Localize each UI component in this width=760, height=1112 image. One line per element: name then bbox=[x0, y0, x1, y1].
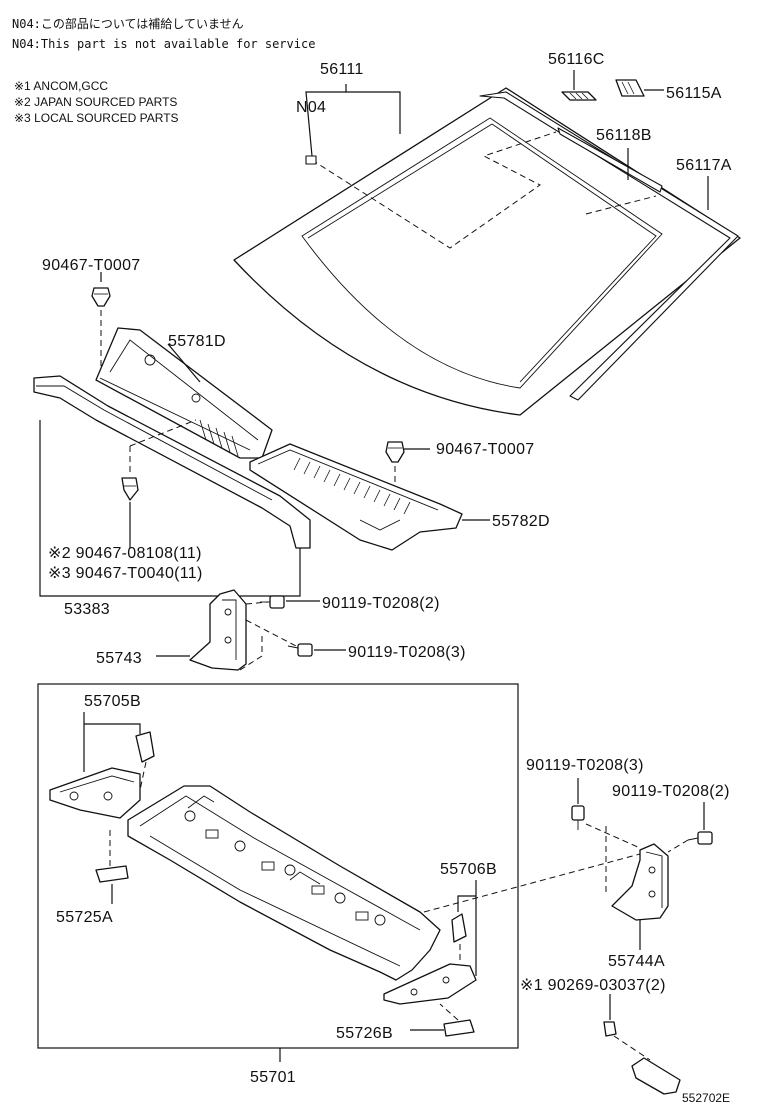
label-90119-t0208-a: 90119-T0208(2) bbox=[322, 595, 440, 612]
label-n04: N04 bbox=[296, 99, 326, 116]
label-90467-08108: ※2 90467-08108(11) bbox=[48, 545, 202, 562]
label-55701: 55701 bbox=[250, 1069, 296, 1086]
label-56111: 56111 bbox=[320, 61, 364, 78]
label-53383: 53383 bbox=[64, 601, 110, 618]
label-90269-03037: ※1 90269-03037(2) bbox=[520, 977, 666, 994]
label-55781d: 55781D bbox=[168, 333, 226, 350]
leader-53383-left bbox=[39, 420, 128, 597]
label-55744a: 55744A bbox=[608, 953, 665, 970]
legend-item-3: ※3 LOCAL SOURCED PARTS bbox=[14, 111, 179, 125]
label-90119-t0208-d: 90119-T0208(2) bbox=[612, 783, 730, 800]
note-n04-jp: N04:この部品については補給していません bbox=[12, 16, 244, 31]
leader-55743-dash-d bbox=[239, 655, 263, 671]
bracket-55706b-drawing bbox=[383, 913, 477, 1005]
seal-53383-drawing bbox=[33, 375, 311, 549]
legend-item-2: ※2 JAPAN SOURCED PARTS bbox=[14, 95, 177, 109]
leader-55781d bbox=[167, 343, 201, 383]
clip-90269-drawing bbox=[603, 1021, 617, 1037]
clip-56116c-drawing bbox=[561, 91, 597, 101]
assembly-box-55701 bbox=[37, 683, 519, 1049]
diagram-id: 552702E bbox=[682, 1091, 730, 1105]
clip-90467-08108-drawing bbox=[121, 477, 139, 501]
leader-clip-center-dash2 bbox=[129, 419, 197, 447]
label-55743: 55743 bbox=[96, 650, 142, 667]
label-56118b: 56118B bbox=[596, 127, 652, 144]
windshield-glass-drawing bbox=[233, 87, 741, 416]
leader-90119-d-dash bbox=[667, 839, 689, 853]
seal-piece-drawing bbox=[631, 1057, 681, 1095]
leader-55705b-b bbox=[84, 723, 141, 734]
label-90119-t0208-c: 90119-T0208(3) bbox=[526, 757, 644, 774]
label-55725a: 55725A bbox=[56, 909, 113, 926]
cowl-top-55781d-drawing bbox=[95, 327, 273, 459]
label-56116c: 56116C bbox=[548, 51, 605, 68]
leader-55706b-b bbox=[457, 895, 476, 912]
n04-part-drawing bbox=[305, 155, 317, 165]
leader-55726b-dash bbox=[439, 1003, 459, 1021]
cowl-top-55782d-drawing bbox=[249, 443, 463, 551]
cowl-panel-55701-drawing bbox=[127, 785, 441, 981]
clip-56115a-drawing bbox=[615, 79, 645, 97]
pad-55725a-drawing bbox=[95, 865, 129, 883]
label-55706b: 55706B bbox=[440, 861, 497, 878]
label-90467-t0007-b: 90467-T0007 bbox=[436, 441, 535, 458]
bracket-55705b-drawing bbox=[49, 731, 155, 819]
bracket-55744a-drawing bbox=[611, 843, 669, 921]
label-56115a: 56115A bbox=[666, 85, 722, 102]
bolt-90119-d-drawing bbox=[687, 831, 713, 845]
leader-53383-right bbox=[128, 548, 301, 597]
label-55705b: 55705B bbox=[84, 693, 141, 710]
label-55726b: 55726B bbox=[336, 1025, 393, 1042]
label-56117a: 56117A bbox=[676, 157, 732, 174]
clip-90467-t0007-b-drawing bbox=[385, 441, 405, 463]
label-90467-t0040: ※3 90467-T0040(11) bbox=[48, 565, 203, 582]
bolt-90119-c-drawing bbox=[571, 805, 585, 830]
label-90467-t0007-a: 90467-T0007 bbox=[42, 257, 141, 274]
leader-90269-dash bbox=[613, 1035, 651, 1061]
pad-55726b-drawing bbox=[443, 1019, 475, 1037]
note-n04-en: N04:This part is not available for servi… bbox=[12, 37, 315, 51]
moulding-56118b-drawing bbox=[557, 127, 663, 193]
leader-56111 bbox=[345, 84, 401, 134]
bolt-90119-b-drawing bbox=[287, 643, 313, 657]
label-90119-t0208-b: 90119-T0208(3) bbox=[348, 644, 466, 661]
moulding-56117a-drawing bbox=[479, 91, 739, 401]
legend-item-1: ※1 ANCOM,GCC bbox=[14, 79, 108, 93]
clip-90467-t0007-a-drawing bbox=[91, 287, 111, 307]
leader-55743-dash-a bbox=[245, 601, 269, 605]
leader-55744a-link-dash bbox=[423, 853, 641, 913]
bracket-55743-drawing bbox=[189, 589, 247, 671]
leader-55705b-dash bbox=[139, 761, 147, 791]
leader-55743-dash-b bbox=[245, 619, 297, 647]
leader-90119-c-dash bbox=[585, 823, 641, 849]
leader-56111-b bbox=[305, 91, 346, 157]
label-55782d: 55782D bbox=[492, 513, 550, 530]
bolt-90119-a-drawing bbox=[260, 595, 285, 609]
